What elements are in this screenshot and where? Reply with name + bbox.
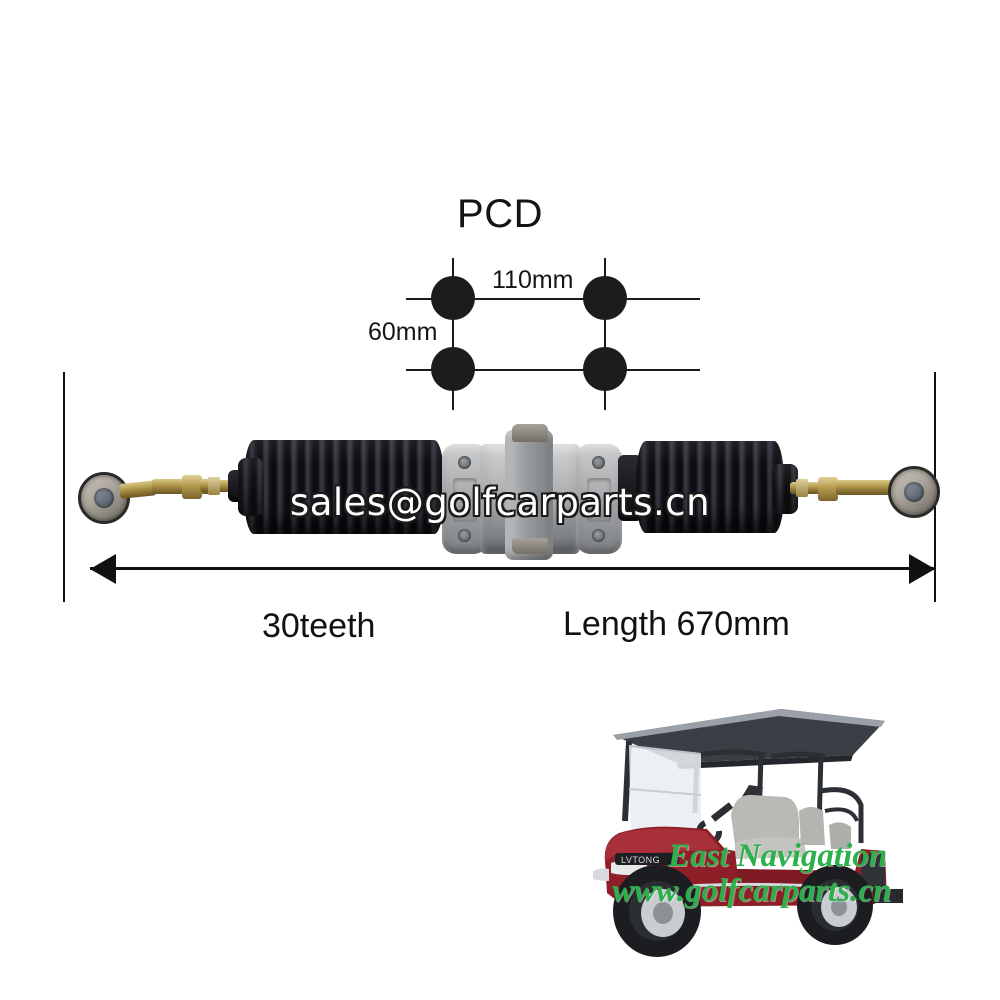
brand-watermark-line2: www.golfcarparts.cn (612, 873, 892, 909)
flange-hole-left-bottom (458, 529, 471, 542)
tie-rod-nut-right (818, 477, 838, 501)
pinion-input-shaft-top (512, 424, 548, 442)
pcd-rail-left (452, 258, 454, 410)
flange-slot-right (587, 478, 611, 522)
svg-text:LVTONG: LVTONG (621, 855, 660, 865)
golf-cart-illustration: LVTONG (593, 709, 903, 957)
pcd-hole-bottom-right (583, 347, 627, 391)
pcd-vertical-dimension-label: 60mm (368, 318, 438, 346)
bellows-boot-right (636, 441, 784, 533)
pcd-rail-bottom (406, 369, 700, 371)
golf-cart-photo: LVTONG (585, 693, 1000, 973)
dimension-arrow-line (90, 567, 935, 570)
pcd-rail-right (604, 258, 606, 410)
pcd-hole-top-left (431, 276, 475, 320)
tie-rod-collar-right (796, 479, 808, 497)
flange-hole-right-bottom (592, 529, 605, 542)
pinion-cap-bottom (512, 538, 548, 554)
dimension-extension-line-left (63, 372, 65, 602)
bellows-boot-left (244, 440, 444, 534)
pcd-hole-top-right (583, 276, 627, 320)
bellows-boot-left-taper (238, 458, 264, 516)
flange-hole-right-top (592, 456, 605, 469)
tie-rod-collar-left (208, 477, 220, 495)
email-watermark: sales@golfcarparts.cn (289, 481, 711, 524)
dimension-arrowhead-left (90, 554, 116, 584)
flange-hole-left-top (458, 456, 471, 469)
pcd-hole-bottom-left (431, 347, 475, 391)
tie-rod-end-right (888, 466, 940, 518)
teeth-label: 30teeth (262, 607, 376, 645)
pcd-rail-top (406, 298, 700, 300)
length-label: Length 670mm (563, 605, 790, 643)
dimension-arrowhead-right (909, 554, 935, 584)
pcd-horizontal-dimension-label: 110mm (492, 266, 574, 294)
tie-rod-bar-right (836, 480, 898, 495)
pcd-title: PCD (457, 192, 543, 236)
flange-slot-left (453, 478, 477, 522)
brand-watermark-line1: East Navigation (668, 838, 888, 874)
tie-rod-nut-left (182, 475, 202, 499)
